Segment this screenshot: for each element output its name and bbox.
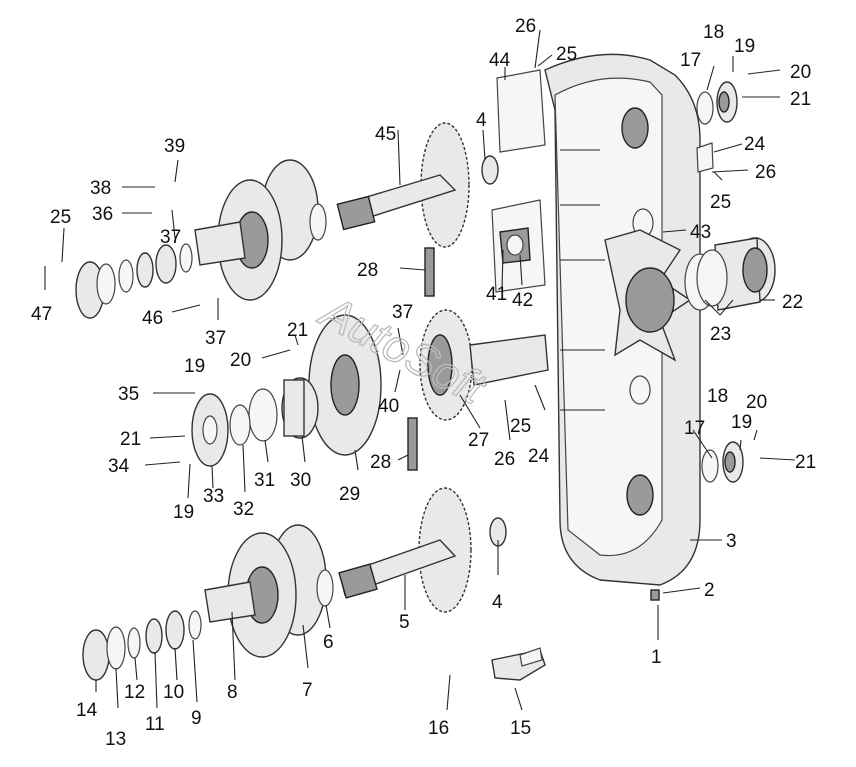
label-26-middle: 26 [494,449,515,470]
label-19-left-lower: 19 [173,502,194,523]
label-13: 13 [105,729,126,750]
label-38: 38 [90,178,111,199]
label-6: 6 [323,632,334,653]
label-37-lower-left: 37 [205,328,226,349]
lower-seal-17 [701,449,719,483]
label-8: 8 [227,682,238,703]
label-43: 43 [690,222,711,243]
label-25-top: 25 [556,44,577,65]
label-26-right: 26 [755,162,776,183]
lower-bearing-cover-8 [204,524,334,658]
label-25-left: 25 [50,207,71,228]
lower-cap-18 [722,441,744,483]
label-10: 10 [163,682,184,703]
label-29: 29 [339,484,360,505]
label-44: 44 [489,50,511,71]
label-37-upper-left: 37 [160,227,181,248]
label-28-upper: 28 [357,260,378,281]
chain-28-lower [407,417,418,471]
label-4-lower: 4 [492,592,503,613]
label-1: 1 [651,647,662,668]
upper-seal-17 [696,91,714,125]
plug-2 [650,589,660,601]
washer-32 [229,404,251,446]
label-41: 41 [486,284,507,305]
leader-lines [44,29,796,711]
label-9: 9 [191,708,202,729]
upper-bearing-cover [194,159,327,301]
label-20-right-lower: 20 [746,392,767,413]
label-45: 45 [375,124,396,145]
label-27: 27 [468,430,489,451]
gasket-24 [696,142,714,173]
label-42: 42 [512,290,533,311]
label-34: 34 [108,456,130,477]
label-30: 30 [290,470,311,491]
label-19-left-upper: 19 [184,356,205,377]
label-12: 12 [124,682,145,703]
lower-ring-stack [82,610,202,681]
label-18-lower: 18 [707,386,728,407]
label-20-middle: 20 [230,350,251,371]
cover-plate-44 [496,69,546,153]
label-22: 22 [782,292,803,313]
label-25-right: 25 [710,192,731,213]
part-labels: 1 2 3 4 4 5 6 7 8 9 10 11 12 13 14 15 16… [31,16,816,750]
label-21-right-lower: 21 [795,452,816,473]
cover-plate-42 [491,199,546,293]
label-39: 39 [164,136,185,157]
gearbox-housing [544,53,701,586]
label-11: 11 [145,714,165,735]
seals-23 [684,249,728,311]
label-36: 36 [92,204,113,225]
lower-gear-5 [338,487,507,613]
label-21-right-upper: 21 [790,89,811,110]
label-14: 14 [76,700,98,721]
label-46: 46 [142,308,163,329]
bearing-30 [281,377,319,439]
label-28-lower: 28 [370,452,391,473]
label-15: 15 [510,718,531,739]
label-18-upper: 18 [703,22,724,43]
label-25-middle: 25 [510,416,531,437]
label-23: 23 [710,324,731,345]
label-17-upper: 17 [680,50,701,71]
label-24-upper: 24 [744,134,766,155]
seal-31 [248,388,278,442]
label-40: 40 [378,396,399,417]
label-31: 31 [254,470,275,491]
label-33: 33 [203,486,224,507]
label-5: 5 [399,612,410,633]
label-19-right-upper: 19 [734,36,755,57]
upper-cap-18 [716,81,738,123]
chain-28-upper [424,247,435,297]
label-21-middle: 21 [287,320,308,341]
label-35: 35 [118,384,139,405]
label-4-upper: 4 [476,110,487,131]
upper-ring-stack [75,243,193,319]
flange-33 [191,393,229,467]
label-3: 3 [726,531,737,552]
upper-gear-45 [336,122,499,248]
label-37-middle: 37 [392,302,413,323]
label-17-lower: 17 [684,418,705,439]
label-47: 47 [31,304,52,325]
middle-gear-27 [419,309,549,421]
label-26-top: 26 [515,16,536,37]
lever-15 [491,647,546,681]
middle-bearing-cover-29 [308,314,382,456]
label-24-lower: 24 [528,446,550,467]
label-16: 16 [428,718,449,739]
label-20-right-upper: 20 [790,62,811,83]
label-19-right-lower: 19 [731,412,752,433]
label-32: 32 [233,499,254,520]
flange-22 [714,237,776,311]
label-21-left: 21 [120,429,141,450]
label-2: 2 [704,580,715,601]
label-7: 7 [302,680,313,701]
